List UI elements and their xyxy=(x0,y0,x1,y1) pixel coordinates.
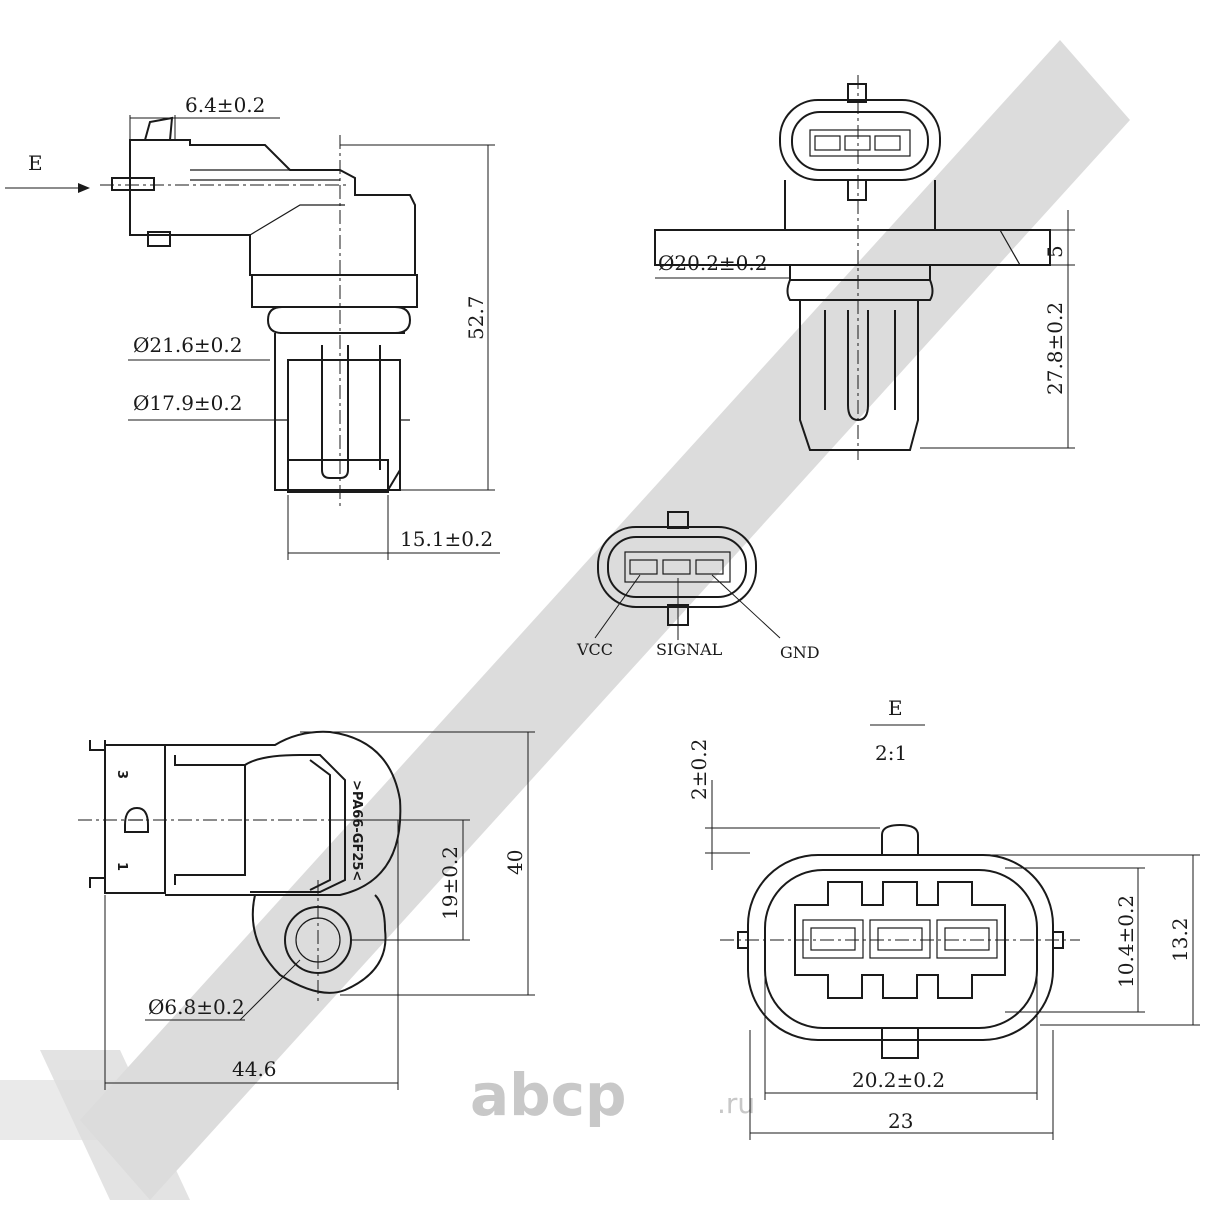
detail-view xyxy=(720,823,1080,1059)
dim-overall-height: 40 xyxy=(503,850,527,875)
detail-view-dimensions xyxy=(705,780,1200,1140)
dim-bottom-offset: 15.1±0.2 xyxy=(400,527,493,551)
material-code: >PA66-GF25< xyxy=(349,780,364,881)
dim-body-length: 27.8±0.2 xyxy=(1043,302,1067,395)
pin-1-marker: 1 xyxy=(114,862,129,871)
dim-diameter-2: Ø17.9±0.2 xyxy=(133,391,243,415)
side-view-dimensions xyxy=(128,115,500,560)
detail-view-scale: 2:1 xyxy=(875,741,907,765)
top-view-dimensions xyxy=(104,731,535,1090)
dim-overall-width: 44.6 xyxy=(232,1057,277,1081)
dim-hole-diameter: Ø6.8±0.2 xyxy=(148,995,245,1019)
front-view xyxy=(654,75,1051,460)
pinout-view xyxy=(594,511,781,640)
dim-total-height: 52.7 xyxy=(464,295,488,340)
dim-top-width: 6.4±0.2 xyxy=(185,93,265,117)
dim-cavity-width: 20.2±0.2 xyxy=(852,1068,945,1092)
pin-3-marker: 3 xyxy=(114,770,129,779)
brand-watermark xyxy=(0,40,1130,1200)
dim-flange-diameter: Ø20.2±0.2 xyxy=(658,251,768,275)
dim-diameter-1: Ø21.6±0.2 xyxy=(133,333,243,357)
dim-total-height-detail: 13.2 xyxy=(1168,917,1192,962)
pin-vcc-label: VCC xyxy=(576,640,613,659)
pin-gnd-label: GND xyxy=(780,643,820,662)
abcp-logo: abcp xyxy=(470,1061,627,1129)
side-view xyxy=(5,116,418,510)
pin-signal-label: SIGNAL xyxy=(656,640,723,659)
detail-view-title: E xyxy=(888,696,903,720)
view-arrow-label: E xyxy=(28,151,43,175)
dim-flange-thickness: 5 xyxy=(1043,245,1067,258)
dim-key-height: 2±0.2 xyxy=(687,739,711,800)
dim-total-width-detail: 23 xyxy=(888,1109,913,1133)
dim-hole-offset: 19±0.2 xyxy=(438,846,462,920)
dim-cavity-height: 10.4±0.2 xyxy=(1114,895,1138,988)
abcp-logo-suffix: .ru xyxy=(717,1087,755,1120)
front-view-dimensions xyxy=(655,210,1075,449)
